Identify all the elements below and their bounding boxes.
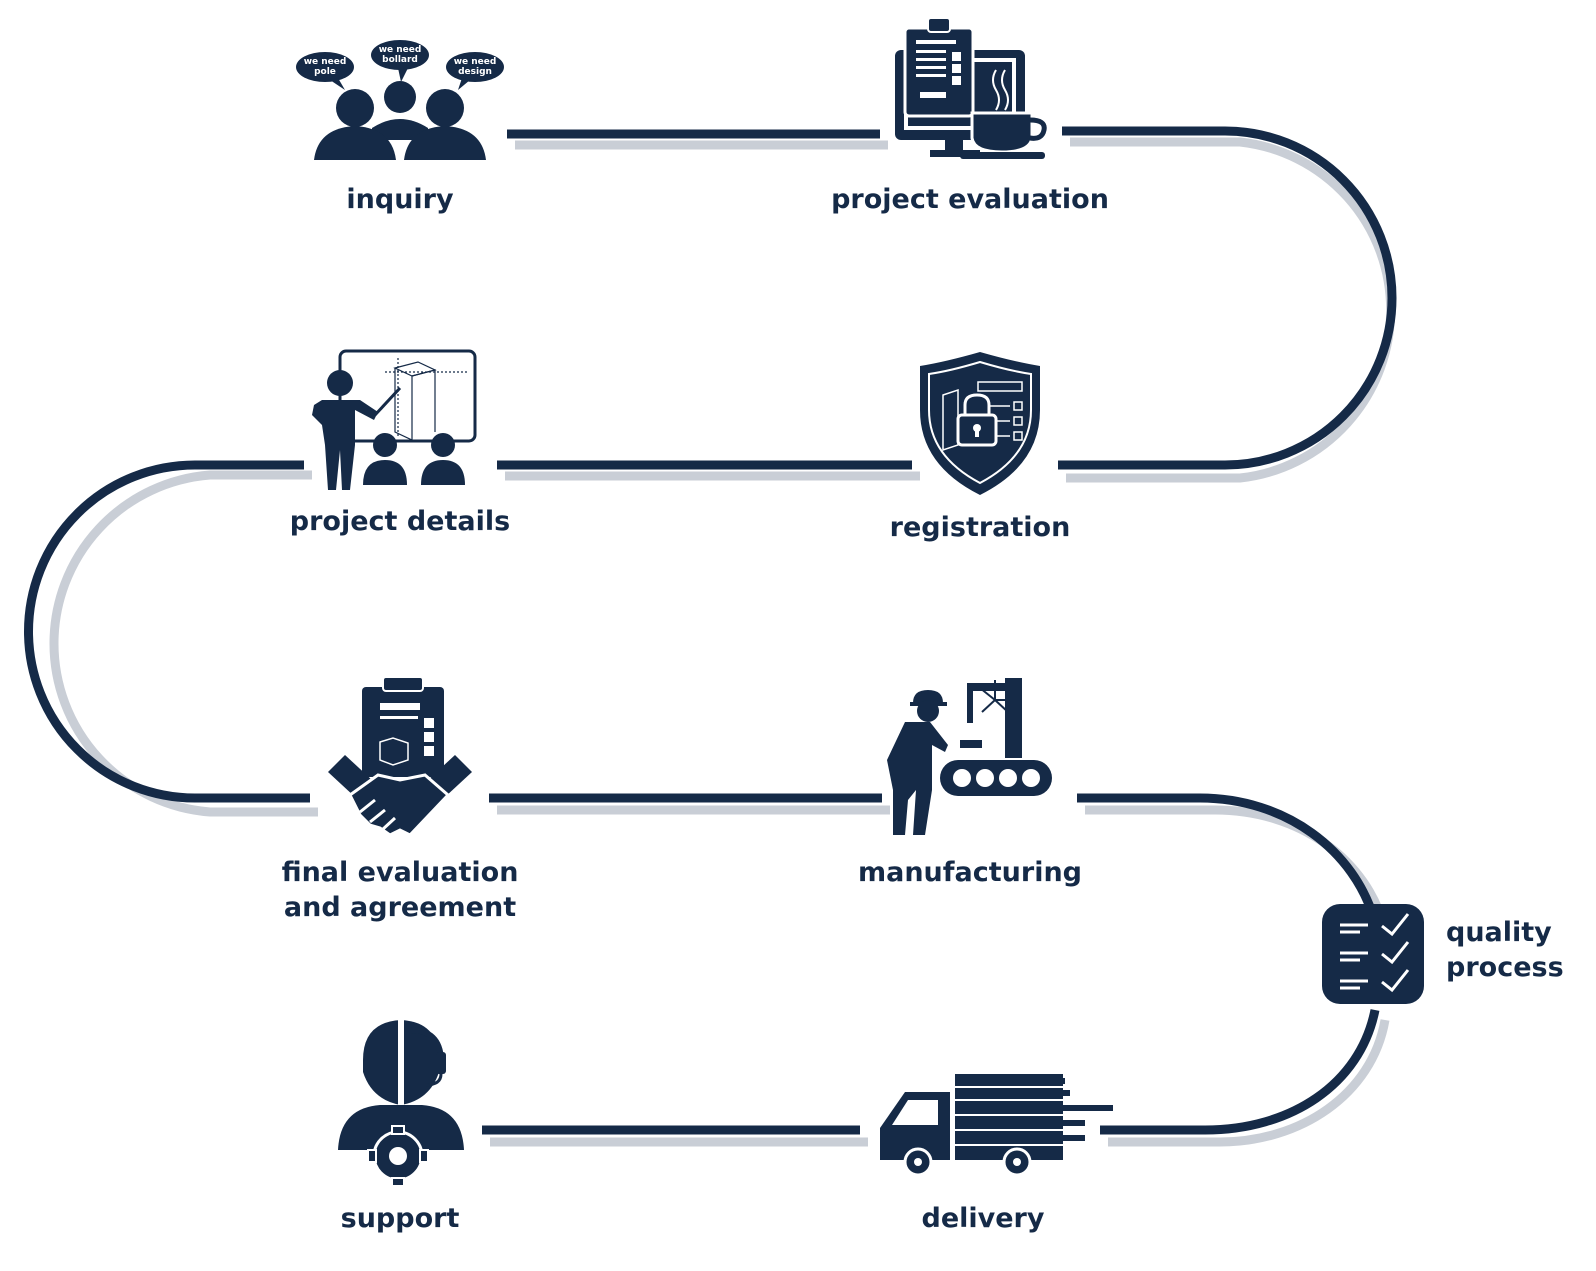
delivery-truck-icon [880,1074,1113,1177]
shield-lock-icon [920,352,1040,495]
step-label-delivery: delivery [922,1203,1045,1234]
step-label-project-evaluation: project evaluation [831,184,1109,215]
step-label-quality-line1: quality [1446,917,1552,948]
step-label-registration: registration [890,512,1071,543]
worker-machine-icon [887,678,1052,835]
bubble-text: pole [314,67,336,77]
support-agent-icon [338,1018,464,1187]
people-speech-icon: we need pole we need bollard we need des… [296,40,504,160]
checklist-icon [1322,904,1424,1004]
flow-path [24,126,1397,1135]
step-label-project-details: project details [290,506,510,537]
bubble-text: bollard [382,55,418,65]
step-label-inquiry: inquiry [346,184,454,215]
step-label-support: support [341,1203,460,1234]
path-shadow [49,137,1396,1147]
bubble-text: we need [379,45,422,55]
bubble-text: we need [304,57,347,67]
step-label-final-evaluation-line2: and agreement [284,892,516,923]
bubble-text: we need [454,57,497,67]
step-label-final-evaluation-line1: final evaluation [282,857,519,888]
clipboard-monitor-coffee-icon [895,17,1047,159]
step-label-manufacturing: manufacturing [858,857,1082,888]
step-label-quality-line2: process [1446,952,1564,983]
presentation-icon [312,349,477,490]
handshake-clipboard-icon [328,676,472,837]
bubble-text: design [458,67,492,77]
